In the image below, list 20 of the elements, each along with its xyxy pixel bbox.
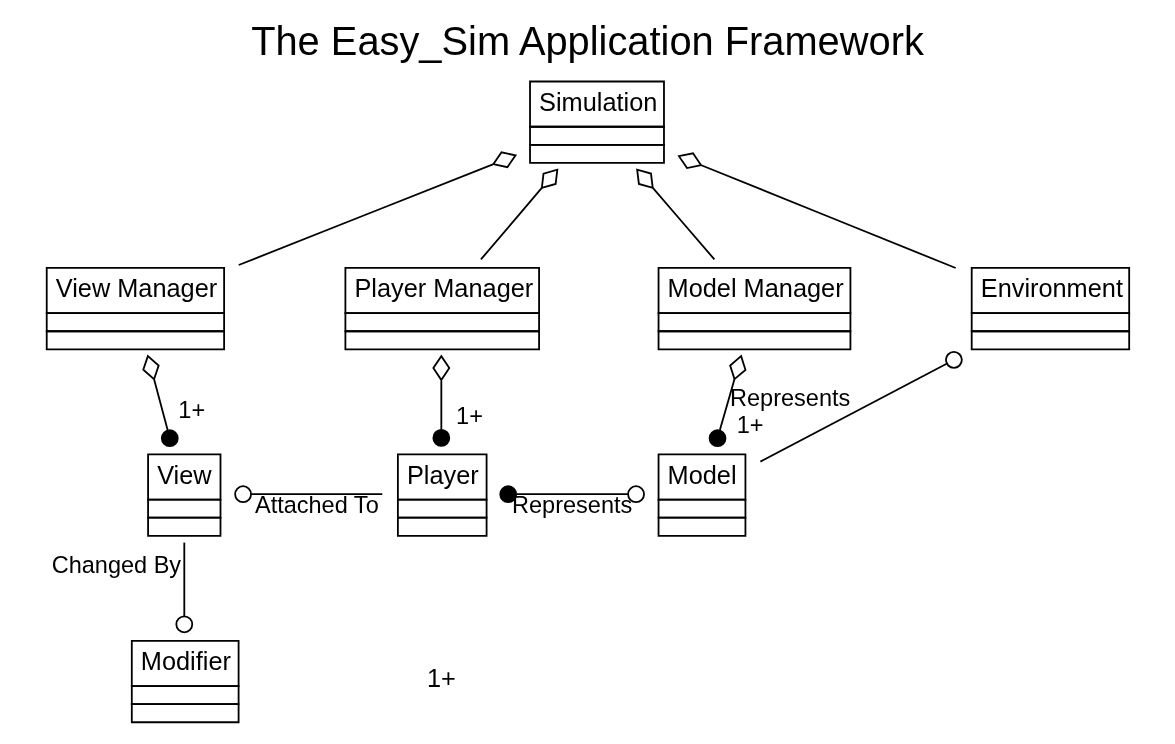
connector — [480, 168, 559, 261]
label: 1+ — [426, 664, 456, 693]
edge-label: Changed By — [51, 551, 182, 578]
connector — [175, 541, 194, 634]
connector — [432, 354, 451, 447]
edge-label: Represents — [730, 385, 851, 412]
connector — [677, 152, 957, 269]
edge-label: Represents — [512, 492, 633, 519]
connector — [234, 485, 384, 504]
edge-label: Attached To — [254, 492, 379, 519]
connector — [759, 351, 963, 463]
edge-label: 1+ — [736, 411, 764, 438]
edge-label: 1+ — [456, 402, 483, 429]
connector — [708, 354, 747, 448]
edge-label: 1+ — [178, 396, 206, 423]
diagram-title: The Easy_Sim Application Framework — [251, 18, 924, 63]
connector — [636, 168, 716, 261]
connector — [499, 485, 645, 504]
connector — [142, 354, 179, 448]
connector — [237, 151, 518, 266]
